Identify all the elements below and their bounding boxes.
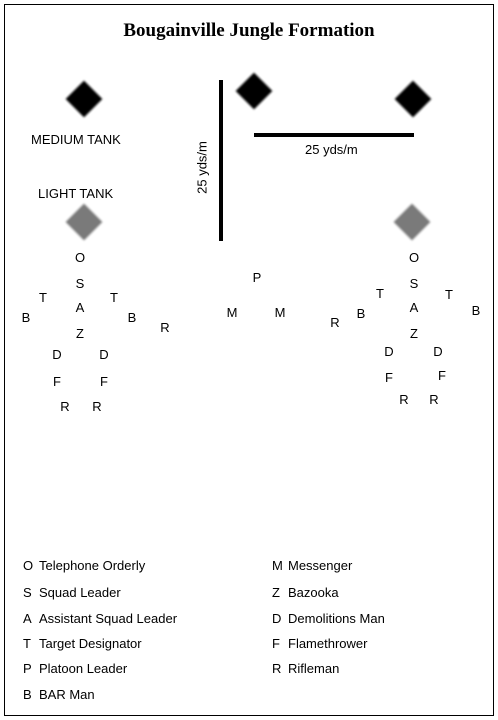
vertical-scale-label: 25 yds/m — [194, 141, 210, 194]
light-tank-label: LIGHT TANK — [38, 186, 114, 201]
legend-code: F — [272, 636, 280, 651]
legend-item: P Platoon Leader — [23, 661, 127, 676]
legend-item: O Telephone Orderly — [23, 558, 145, 573]
center-hq-member: M — [274, 305, 286, 320]
right-squad-member: B — [356, 306, 366, 321]
legend-item: Z Bazooka — [272, 585, 339, 600]
right-squad-member: R — [399, 392, 409, 407]
legend-text: Messenger — [288, 558, 353, 573]
legend-item: F Flamethrower — [272, 636, 367, 651]
right-squad-member: D — [433, 344, 443, 359]
left-squad-member: R — [60, 399, 70, 414]
legend-text: Squad Leader — [39, 585, 121, 600]
legend-text: Rifleman — [288, 661, 340, 676]
legend-code: B — [23, 687, 32, 702]
legend-text: Telephone Orderly — [39, 558, 146, 573]
right-squad-member: A — [409, 300, 419, 315]
right-squad-member: R — [330, 315, 340, 330]
legend-item: M Messenger — [272, 558, 352, 573]
center-hq-member: P — [252, 270, 262, 285]
left-squad-member: R — [92, 399, 102, 414]
legend-item: T Target Designator — [23, 636, 142, 651]
legend-text: Platoon Leader — [39, 661, 128, 676]
left-squad-member: B — [127, 310, 137, 325]
legend-code: R — [272, 661, 282, 676]
legend-code: D — [272, 611, 282, 626]
medium-tank-label: MEDIUM TANK — [31, 132, 121, 147]
diagram-title: Bougainville Jungle Formation — [123, 20, 375, 41]
legend-code: O — [23, 558, 34, 573]
left-squad-member: B — [21, 310, 31, 325]
legend-code: T — [23, 636, 31, 651]
right-squad-member: O — [408, 250, 420, 265]
legend-text: Target Designator — [39, 636, 142, 651]
left-squad-member: F — [53, 374, 61, 389]
left-squad-member: A — [75, 300, 85, 315]
legend-item: B BAR Man — [23, 687, 95, 702]
horizontal-scale-label: 25 yds/m — [305, 142, 358, 157]
left-squad-member: R — [160, 320, 170, 335]
right-squad-member: T — [445, 287, 453, 302]
right-squad-member: S — [409, 276, 419, 291]
legend-item: D Demolitions Man — [272, 611, 385, 626]
right-squad-member: R — [429, 392, 439, 407]
right-squad-member: F — [438, 368, 446, 383]
left-squad-member: S — [75, 276, 85, 291]
legend-text: BAR Man — [39, 687, 95, 702]
left-squad-member: D — [99, 347, 109, 362]
left-squad-member: D — [52, 347, 62, 362]
left-squad-member: T — [39, 290, 47, 305]
legend-code: S — [23, 585, 32, 600]
legend-text: Assistant Squad Leader — [39, 611, 178, 626]
center-hq-member: M — [226, 305, 238, 320]
legend-text: Demolitions Man — [288, 611, 385, 626]
diagram-frame — [4, 4, 494, 716]
legend-code: Z — [272, 585, 280, 600]
legend-code: P — [23, 661, 32, 676]
legend-text: Bazooka — [288, 585, 339, 600]
right-squad-member: B — [471, 303, 481, 318]
right-squad-member: T — [376, 286, 384, 301]
legend-text: Flamethrower — [288, 636, 368, 651]
legend-item: A Assistant Squad Leader — [23, 611, 177, 626]
vertical-scale-bar — [219, 80, 223, 241]
left-squad-member: O — [74, 250, 86, 265]
legend-item: R Rifleman — [272, 661, 339, 676]
left-squad-member: F — [100, 374, 108, 389]
legend-code: A — [23, 611, 32, 626]
right-squad-member: D — [384, 344, 394, 359]
left-squad-member: Z — [76, 326, 84, 341]
right-squad-member: F — [385, 370, 393, 385]
legend-code: M — [272, 558, 283, 573]
right-squad-member: Z — [410, 326, 418, 341]
horizontal-scale-bar — [254, 133, 414, 137]
legend-item: S Squad Leader — [23, 585, 121, 600]
left-squad-member: T — [110, 290, 118, 305]
